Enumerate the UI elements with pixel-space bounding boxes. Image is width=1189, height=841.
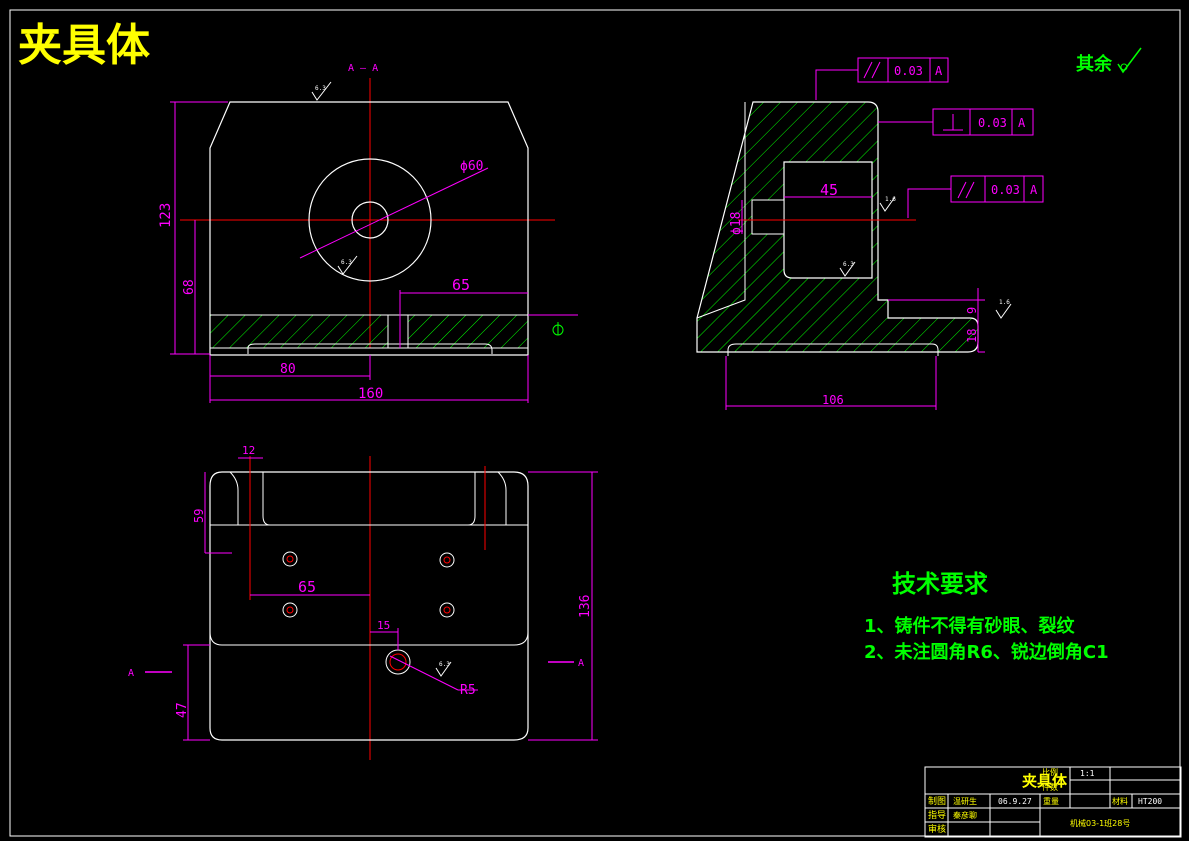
front-base-hatch-left [209, 314, 389, 349]
svg-text:0.03: 0.03 [978, 116, 1007, 130]
svg-text:06.9.27: 06.9.27 [998, 797, 1032, 806]
dim-length: 106 [822, 393, 844, 407]
roughness-note-label: 其余 [1076, 53, 1113, 75]
tech-item-1: 1、铸件不得有砂眼、裂纹 [864, 615, 1076, 637]
svg-text:6.3: 6.3 [315, 85, 326, 92]
parallel-icon [863, 61, 881, 79]
roughness-bore-icon: 6.3 [337, 255, 358, 275]
side-view: 0.03 A 0.03 A 0.03 A 45 ϕ18 9 [696, 57, 1044, 410]
svg-text:比例: 比例 [1042, 767, 1058, 777]
dim-hole: ϕ18 [729, 212, 744, 235]
svg-text:件数: 件数 [1042, 782, 1058, 792]
roughness-note: 其余 [1076, 47, 1142, 75]
dim-59: 59 [192, 509, 206, 523]
svg-text:0.03: 0.03 [894, 64, 923, 78]
tech-heading: 技术要求 [892, 570, 988, 598]
svg-text:1.6: 1.6 [885, 196, 896, 203]
svg-text:机械03-1班28号: 机械03-1班28号 [1070, 818, 1130, 828]
side-body-hatch [696, 101, 979, 353]
drawing-title: 夹具体 [18, 20, 150, 71]
front-view: A — A ϕ60 123 68 65 80 160 [158, 63, 578, 403]
roughness-symbol-icon [1117, 47, 1142, 74]
roughness-side-b-icon: 6.3 [839, 261, 856, 277]
dim-136: 136 [578, 595, 593, 618]
dim-12: 12 [242, 444, 255, 457]
dim-base: 18 [965, 329, 979, 343]
roughness-side-a-icon: 1.6 [879, 196, 896, 212]
svg-text:A: A [1018, 116, 1026, 130]
svg-text:1:1: 1:1 [1080, 769, 1095, 778]
sheet-border [9, 9, 1181, 837]
svg-text:制图: 制图 [928, 795, 946, 807]
dim-r5: R5 [460, 683, 476, 698]
dim-15: 15 [377, 619, 390, 632]
perpendicular-icon [943, 114, 963, 131]
bore-outer [308, 158, 432, 282]
tol-frame-1: 0.03 A [815, 57, 949, 100]
section-label: A — A [348, 63, 378, 74]
svg-text:审核: 审核 [928, 823, 946, 835]
svg-text:0.03: 0.03 [991, 183, 1020, 197]
dim-slot-offset: 65 [452, 276, 470, 294]
svg-text:6.3: 6.3 [843, 261, 854, 268]
tech-item-2: 2、未注圆角R6、锐边倒角C1 [864, 641, 1109, 663]
front-base-hatch-right [407, 314, 529, 349]
svg-text:A: A [1030, 183, 1038, 197]
datum-a-icon [528, 314, 578, 336]
section-marker-left: A [128, 668, 134, 679]
bore-inner [351, 201, 389, 239]
tol-frame-2: 0.03 A [878, 108, 1034, 136]
roughness-plan-icon: 6.3 [435, 661, 452, 677]
svg-text:重量: 重量 [1043, 796, 1059, 806]
section-marker-right: A [578, 658, 584, 669]
dim-47: 47 [175, 702, 190, 718]
plan-holes [282, 551, 455, 675]
svg-text:A: A [935, 64, 943, 78]
roughness-top-icon: 6.3 [311, 81, 332, 101]
svg-text:HT200: HT200 [1138, 797, 1162, 806]
dim-diameter: ϕ60 [460, 159, 483, 174]
svg-text:指导: 指导 [928, 809, 946, 821]
svg-text:6.3: 6.3 [341, 259, 352, 266]
dim-width: 160 [358, 386, 383, 402]
plan-view: 12 59 65 15 47 136 R5 6.3 A A [128, 444, 598, 760]
roughness-side-c-icon: 1.6 [995, 299, 1012, 319]
svg-text:温研生: 温研生 [953, 796, 977, 806]
parallel-icon [957, 181, 975, 199]
svg-text:材料: 材料 [1112, 796, 1128, 806]
title-block: 夹具体 比例 1:1 件数 制图 温研生 06.9.27 重量 材料 HT200… [924, 766, 1182, 838]
dim-height-axis: 68 [182, 279, 197, 295]
tol-frame-3: 0.03 A [907, 175, 1044, 218]
svg-text:6.3: 6.3 [439, 661, 450, 668]
tech-requirements: 技术要求 1、铸件不得有砂眼、裂纹 2、未注圆角R6、锐边倒角C1 [864, 570, 1109, 663]
dim-depth: 45 [820, 181, 838, 199]
svg-text:秦彦聊: 秦彦聊 [953, 810, 977, 820]
tb-part-name: 夹具体 [1022, 772, 1068, 790]
dim-half-width: 80 [280, 362, 296, 377]
plan-outline [209, 471, 529, 741]
dim-step: 9 [965, 307, 979, 314]
dim-65: 65 [298, 578, 316, 596]
dim-height-total: 123 [158, 203, 174, 228]
svg-text:1.6: 1.6 [999, 299, 1010, 306]
